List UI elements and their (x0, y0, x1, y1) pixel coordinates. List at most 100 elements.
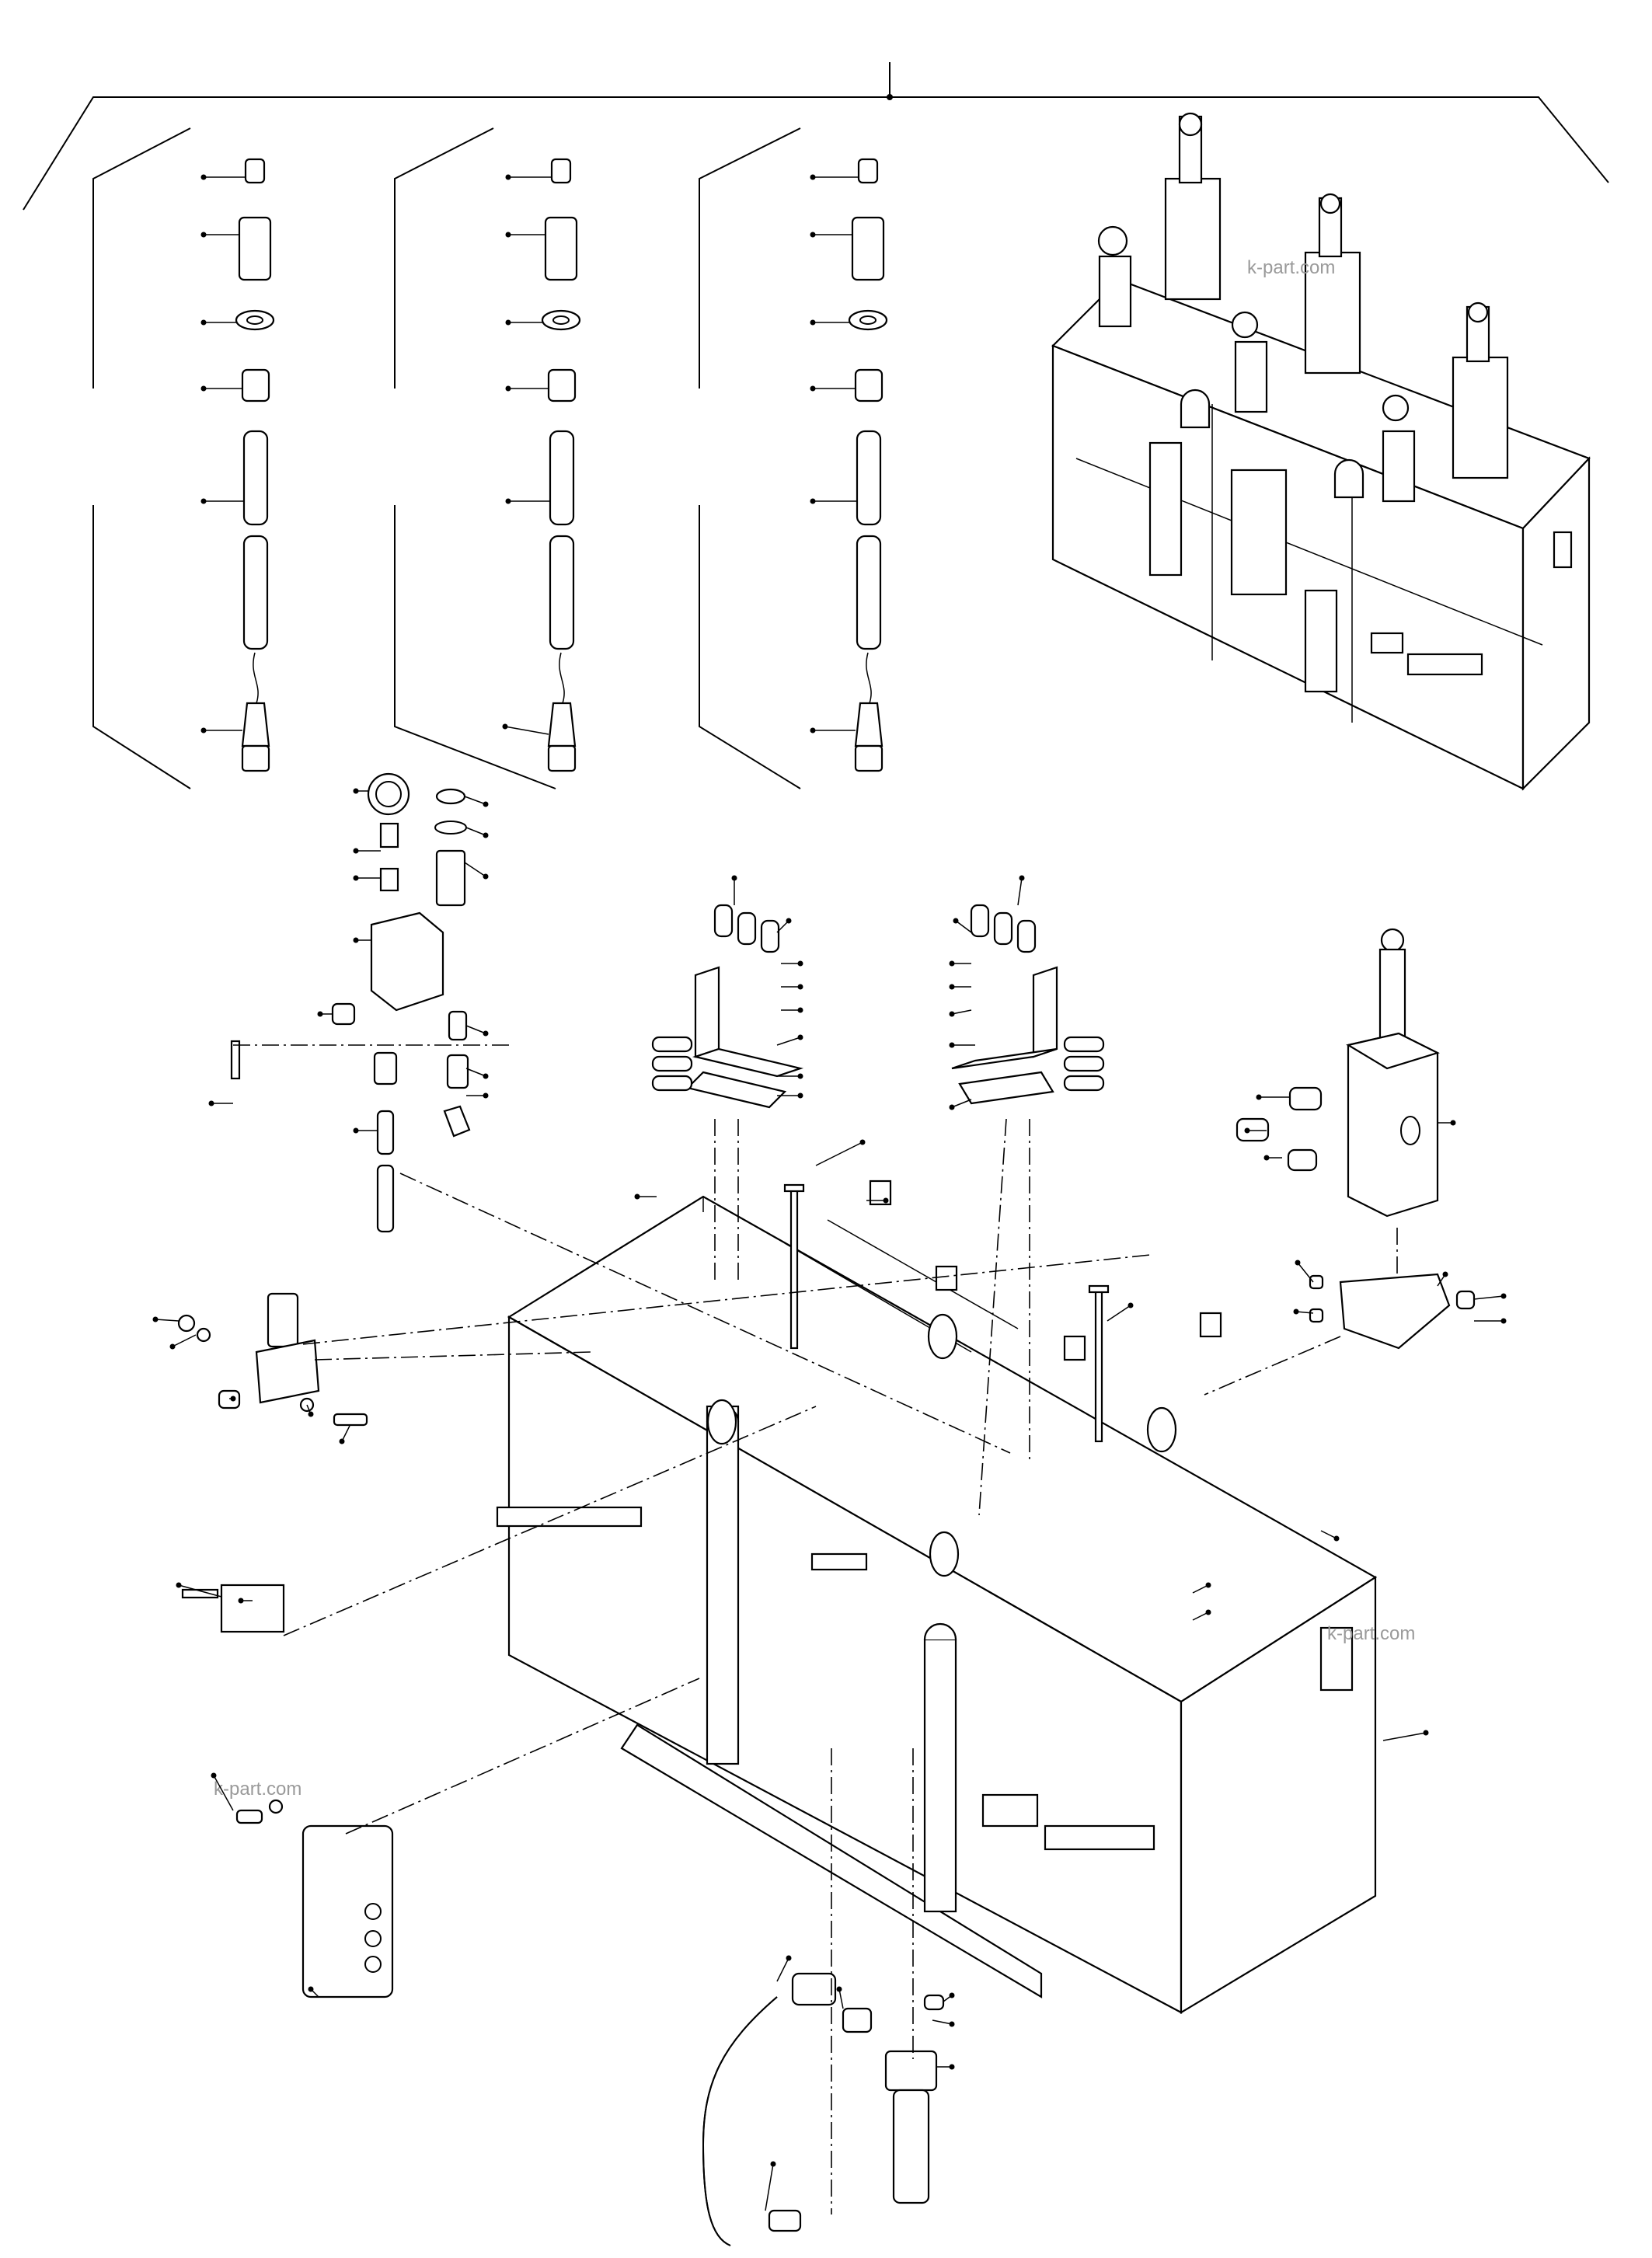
callout-dot (1450, 1120, 1456, 1126)
callout-leader (1320, 1530, 1337, 1539)
callout-dot (200, 232, 207, 238)
callout-dot (200, 727, 207, 734)
callout-dot (786, 918, 792, 924)
callout-dot (505, 498, 511, 504)
callout-leader (178, 1584, 222, 1598)
solenoid-valve-group (177, 1292, 368, 1633)
callout-leader (464, 796, 486, 805)
callout-dot (353, 848, 359, 854)
callout-dot (810, 385, 816, 392)
callout-dot (836, 1986, 842, 1992)
callout-dot (1263, 1155, 1270, 1161)
callout-dot (1244, 1127, 1250, 1134)
callout-dot (505, 385, 511, 392)
callout-dot (883, 1197, 889, 1204)
sensor-assembly-1 (92, 127, 275, 789)
callout-leader (1017, 877, 1023, 906)
valve-gauge-group (230, 772, 513, 1233)
callout-dot (200, 319, 207, 326)
callout-leader (932, 2019, 953, 2025)
callout-dot (211, 1772, 217, 1779)
callout-dot (953, 918, 959, 924)
callout-leader (815, 1141, 863, 1166)
sensor-assembly-2 (394, 127, 581, 789)
callout-leader (172, 1334, 197, 1347)
callout-dot (152, 1316, 159, 1322)
callout-leader (1295, 1311, 1314, 1314)
callout-dot (770, 2161, 776, 2167)
callout-dot (1442, 1271, 1448, 1277)
callout-dot (1205, 1582, 1211, 1588)
callout-dot (230, 1396, 236, 1402)
callout-dot (949, 1104, 955, 1110)
watermark-text: k-part.com (214, 1779, 301, 1800)
callout-dot (353, 875, 359, 881)
callout-dot (797, 960, 803, 967)
junction-box-group: k-part.com (214, 1779, 394, 1998)
callout-dot (353, 788, 359, 794)
callout-dot (483, 1073, 489, 1079)
callout-dot (797, 1007, 803, 1013)
callout-leader (765, 2163, 774, 2211)
callout-leader (1382, 1732, 1427, 1741)
callout-dot (502, 723, 508, 730)
callout-leader (465, 827, 486, 836)
callout-dot (731, 875, 737, 881)
callout-dot (810, 319, 816, 326)
cylinder-assembly (1236, 928, 1476, 1350)
callout-dot (483, 832, 489, 838)
callout-dot (505, 232, 511, 238)
callout-dot (949, 1011, 955, 1017)
callout-dot (1256, 1094, 1262, 1100)
callout-leaders (152, 174, 1507, 2211)
callout-dot (353, 937, 359, 943)
callout-dot (949, 984, 955, 990)
callout-dot (1293, 1308, 1299, 1315)
watermark-text: k-part.com (1327, 1623, 1415, 1644)
callout-dot (1423, 1730, 1429, 1736)
callout-dot (308, 1986, 314, 1992)
callout-dot (797, 1092, 803, 1099)
callout-dot (238, 1598, 244, 1604)
callout-dot (200, 385, 207, 392)
callout-leader (1107, 1305, 1131, 1322)
cover-group-right (951, 904, 1105, 1105)
callout-dot (1333, 1535, 1340, 1542)
callout-dot (200, 174, 207, 180)
callout-dot (797, 1034, 803, 1040)
callout-dot (208, 1100, 214, 1106)
callout-dot (810, 232, 816, 238)
callout-dot (200, 498, 207, 504)
callout-leader (465, 1025, 486, 1034)
callout-dot (810, 174, 816, 180)
callout-dot (1500, 1318, 1507, 1324)
callout-dot (949, 2021, 955, 2027)
callout-dot (308, 1411, 314, 1417)
callout-dot (949, 2064, 955, 2070)
callout-dot (949, 1992, 955, 1998)
callout-dot (949, 1042, 955, 1048)
callout-dot (483, 873, 489, 880)
callout-dot (176, 1582, 182, 1588)
callout-dot (810, 727, 816, 734)
callout-dot (505, 319, 511, 326)
callout-leader (951, 1009, 972, 1015)
callout-leader (776, 1957, 789, 1982)
callout-dot (1205, 1609, 1211, 1615)
callout-leader (776, 1037, 801, 1046)
callout-leader (213, 1775, 234, 1811)
callout-dot (483, 801, 489, 807)
callout-dot (505, 174, 511, 180)
cover-group-left (651, 904, 804, 1109)
callout-leader (1473, 1295, 1504, 1300)
assembly-guide-lines (283, 1118, 1398, 1835)
callout-leader (1192, 1612, 1209, 1621)
callout-dot (797, 1073, 803, 1079)
callout-dot (317, 1011, 323, 1017)
callout-leader (504, 726, 549, 735)
callout-dot (786, 1955, 792, 1961)
dipsticks (783, 1183, 1110, 1443)
callout-dot (1295, 1260, 1301, 1266)
callout-leader (951, 1099, 972, 1108)
